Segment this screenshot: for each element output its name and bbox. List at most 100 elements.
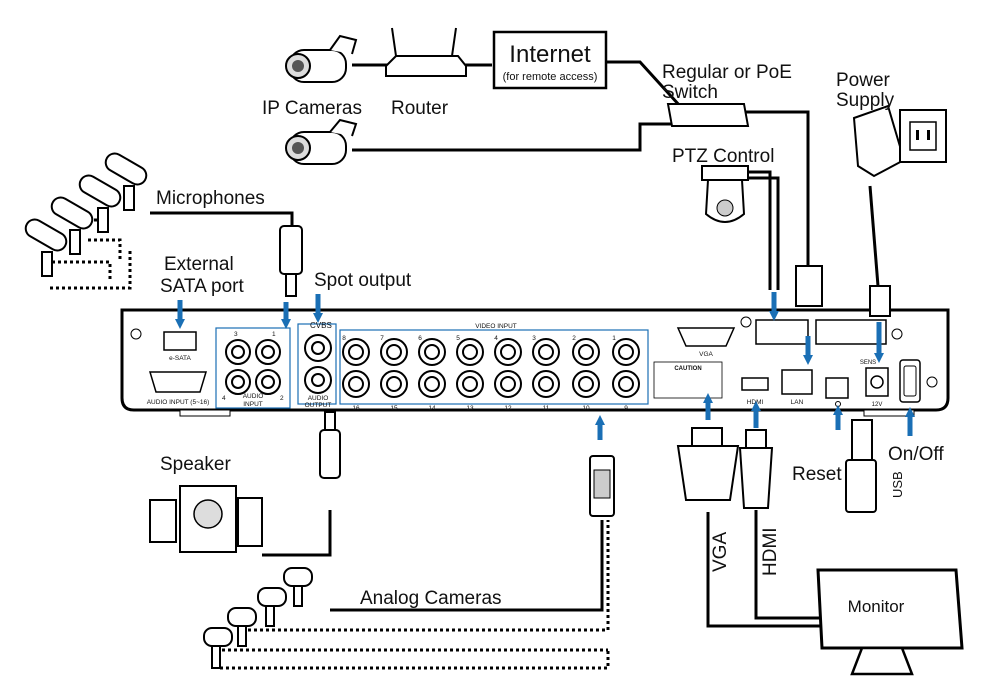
hdmi-plug-icon bbox=[738, 429, 774, 509]
internet-sublabel: (for remote access) bbox=[503, 71, 598, 83]
bnc-port-inner bbox=[538, 344, 554, 360]
bnc-port-number: 12 bbox=[504, 405, 512, 412]
ip-camera-2 bbox=[285, 118, 358, 165]
labels: IP Cameras Router Regular or PoE Switch … bbox=[156, 62, 944, 609]
audio-num-4: 4 bbox=[222, 395, 226, 402]
bnc-port-inner bbox=[462, 344, 478, 360]
speaker-label: Speaker bbox=[160, 454, 231, 475]
switch-label-2: Switch bbox=[662, 82, 718, 103]
rj45-plug-icon bbox=[795, 265, 823, 307]
bnc-port-inner bbox=[348, 376, 364, 392]
cable-analog-dotted-1 bbox=[248, 520, 610, 632]
caution-sticker bbox=[653, 361, 723, 399]
cable-analog bbox=[330, 520, 604, 612]
microphones bbox=[24, 152, 148, 277]
camera-icon bbox=[283, 567, 313, 607]
microphones-label: Microphones bbox=[156, 188, 265, 209]
cable-ptz bbox=[748, 170, 772, 290]
audio-input-label-1: AUDIO bbox=[243, 393, 264, 400]
microphone-icon bbox=[50, 196, 94, 255]
bnc-port-inner bbox=[500, 376, 516, 392]
bnc-port-number: 2 bbox=[572, 335, 576, 342]
monitor-label: Monitor bbox=[848, 597, 905, 616]
ptz-camera-icon bbox=[701, 165, 749, 223]
lan-port bbox=[781, 369, 813, 395]
bnc-port-number: 10 bbox=[582, 405, 590, 412]
bnc-port-number: 7 bbox=[380, 335, 384, 342]
bnc-port-inner bbox=[538, 376, 554, 392]
vga-port bbox=[676, 327, 736, 347]
analog-cameras-label: Analog Cameras bbox=[360, 588, 502, 609]
usb-port bbox=[825, 377, 849, 399]
audio-num-2: 2 bbox=[280, 395, 284, 402]
bnc-port-number: 4 bbox=[494, 335, 498, 342]
esata-port-label: e-SATA bbox=[169, 355, 191, 362]
cable-speaker bbox=[262, 510, 332, 557]
hdmi-port bbox=[741, 377, 769, 391]
analog-cameras bbox=[203, 567, 313, 669]
cable-mic bbox=[150, 211, 294, 232]
spot-output-label: Spot output bbox=[314, 270, 412, 291]
bnc-connector-icon bbox=[589, 455, 615, 517]
indicator-arrows bbox=[175, 292, 915, 440]
bnc-port-inner bbox=[500, 344, 516, 360]
rca-plug-icon bbox=[279, 225, 303, 297]
cable-ipcam2-switch bbox=[352, 122, 680, 152]
cable-switch-lan bbox=[740, 110, 810, 266]
bnc-port-inner bbox=[424, 344, 440, 360]
audio-num-1: 1 bbox=[272, 331, 276, 338]
cable-mic-dotted-4 bbox=[50, 248, 132, 290]
wall-outlet-icon bbox=[899, 109, 947, 163]
router-icon bbox=[385, 27, 467, 77]
bnc-port-number: 16 bbox=[352, 405, 360, 412]
bnc-port-inner bbox=[386, 376, 402, 392]
switch-label-1: Regular or PoE bbox=[662, 62, 792, 83]
microphone-icon bbox=[78, 174, 122, 233]
microphone-icon bbox=[104, 152, 148, 211]
audio-input-rca-ports bbox=[225, 339, 281, 395]
bnc-port-number: 14 bbox=[428, 405, 436, 412]
sens-label: SENS bbox=[860, 360, 876, 366]
bnc-port-number: 11 bbox=[543, 405, 550, 412]
power-adapter-icon bbox=[852, 104, 906, 178]
hdmi-cable-label: HDMI bbox=[760, 527, 781, 576]
bnc-port-number: 5 bbox=[456, 335, 460, 342]
cable-hdmi bbox=[754, 510, 820, 620]
bnc-port-inner bbox=[578, 344, 594, 360]
lan-port-label: LAN bbox=[791, 399, 804, 406]
ip-camera-1 bbox=[285, 34, 358, 83]
power-label-2: Supply bbox=[836, 90, 895, 111]
ptz-label: PTZ Control bbox=[672, 146, 774, 167]
alarm-terminal-block bbox=[815, 319, 887, 345]
video-input-label: VIDEO INPUT bbox=[475, 323, 517, 330]
bnc-port-inner bbox=[424, 376, 440, 392]
audio-input-db-label: AUDIO INPUT (5~16) bbox=[147, 399, 210, 406]
power-plug-icon bbox=[869, 285, 891, 317]
audio-input-db-port bbox=[148, 371, 208, 393]
bnc-port-inner bbox=[578, 376, 594, 392]
audio-num-3: 3 bbox=[234, 331, 238, 338]
reset-button bbox=[835, 401, 841, 407]
bnc-port-inner bbox=[348, 344, 364, 360]
speaker-icon bbox=[149, 485, 263, 553]
cables bbox=[50, 60, 880, 670]
ip-cameras-label: IP Cameras bbox=[262, 98, 362, 119]
audio-output-label-1: AUDIO bbox=[308, 395, 329, 402]
internet-box: Internet (for remote access) bbox=[492, 30, 608, 90]
cable-analog-dotted-3 bbox=[220, 650, 610, 670]
router-label: Router bbox=[391, 98, 449, 119]
cable-vga bbox=[706, 512, 820, 628]
onoff-label: On/Off bbox=[888, 444, 944, 465]
rca-plug-icon bbox=[319, 411, 341, 479]
camera-icon bbox=[257, 587, 287, 627]
monitor-icon: Monitor bbox=[816, 568, 964, 676]
vga-port-label: VGA bbox=[699, 351, 713, 358]
audio-output-label-2: OUTPUT bbox=[305, 402, 332, 409]
hdmi-port-label: HDMI bbox=[747, 399, 764, 406]
esata-label-2: SATA port bbox=[160, 276, 244, 297]
bnc-port-number: 6 bbox=[418, 335, 422, 342]
usb-label: USB bbox=[890, 471, 905, 498]
bnc-port-inner bbox=[618, 344, 634, 360]
